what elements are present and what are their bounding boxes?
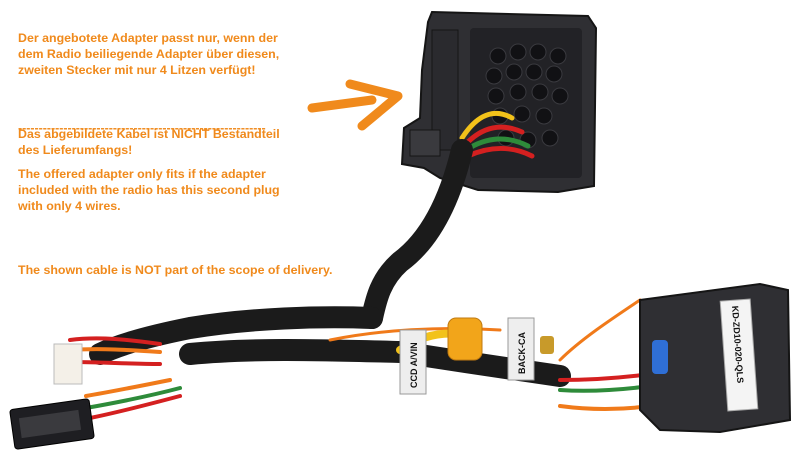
back-cam-label-tag: BACK-CA — [507, 317, 535, 381]
back-cam-label-text: BACK-CA — [517, 332, 527, 374]
rca-video-cable — [396, 317, 554, 361]
white-plug — [53, 343, 83, 385]
left-black-connector — [9, 398, 95, 450]
arrow-right-icon — [307, 79, 403, 131]
notice-german-paragraph-1: Der angebotete Adapter passt nur, wenn d… — [18, 31, 280, 77]
notice-english-paragraph-2: The shown cable is NOT part of the scope… — [18, 263, 333, 277]
language-separator: ----------------------------------------… — [18, 121, 266, 135]
notice-english-paragraph-1: The offered adapter only fits if the ada… — [18, 167, 280, 213]
radio-side-connector: KD-ZD10-020-QLS — [639, 282, 792, 434]
ccd-label-text: CCD A/VIN — [409, 342, 419, 388]
notice-german: Der angebotete Adapter passt nur, wenn d… — [18, 14, 308, 174]
notice-english: The offered adapter only fits if the ada… — [18, 150, 348, 294]
notice-german-paragraph-2: Das abgebildete Kabel ist NICHT Bestandt… — [18, 127, 280, 157]
second-plug-connector — [400, 10, 598, 194]
ccd-label-tag: CCD A/VIN — [399, 329, 427, 395]
